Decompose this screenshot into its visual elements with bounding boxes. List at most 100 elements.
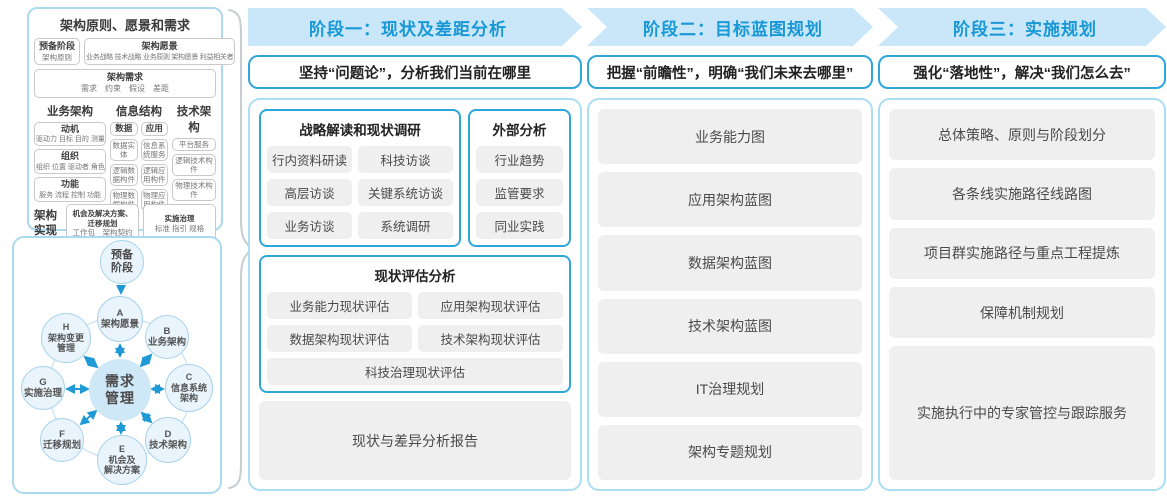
adm-cycle-panel: 预备 阶段 A 架构愿景 B 业务架构 H 架构变更 管理 C 信息系统 架构 … — [12, 236, 222, 494]
task-pill: 应用架构现状评估 — [418, 292, 563, 319]
technology-item: 物理技术构件 — [172, 178, 216, 201]
architecture-requirements-box: 架构需求 需求 约束 假设 差距 — [34, 69, 216, 98]
deliverable-pill: 各条线实施路径线路图 — [889, 168, 1155, 220]
function-items: 服务 流程 控制 功能 — [39, 191, 101, 199]
deliverable-pill: 架构专题规划 — [598, 424, 862, 481]
task-pill: 关键系统访谈 — [357, 179, 453, 206]
deliverable-pill: 实施执行中的专家管控与跟踪服务 — [889, 346, 1155, 480]
deliverable-pill: 项目群实施路径与重点工程提炼 — [889, 227, 1155, 280]
requirements-items: 需求 约束 假设 差距 — [81, 84, 169, 94]
deliverable-pill: 技术架构蓝图 — [598, 298, 862, 354]
framework-title: 架构原则、愿景和需求 — [59, 18, 190, 33]
deliverable-pill: 总体策略、原则与阶段划分 — [889, 109, 1155, 161]
task-pill: 同业实践 — [476, 212, 563, 239]
phase-1-header-label: 阶段一：现状及差距分析 — [309, 19, 507, 39]
phases-area: 阶段一：现状及差距分析 坚持“问题论”，分析我们当前在哪里 战略解读和现状调研 … — [248, 8, 1166, 491]
external-analysis-title: 外部分析 — [492, 123, 547, 138]
task-pill: 业务访谈 — [267, 212, 352, 239]
assessment-items: 业务能力现状评估 应用架构现状评估 数据架构现状评估 技术架构现状评估 — [267, 292, 563, 352]
phase-2-content: 业务能力图 应用架构蓝图 数据架构蓝图 技术架构蓝图 IT治理规划 架构专题规划 — [587, 98, 873, 491]
business-architecture-title: 业务架构 — [47, 105, 93, 118]
motivation-title: 动机 — [60, 123, 79, 134]
adm-node-prep: 预备 阶段 — [100, 240, 144, 284]
deliverable-pill: 应用架构蓝图 — [598, 172, 862, 228]
phase-3-header-label: 阶段三：实施规划 — [953, 19, 1097, 39]
application-header: 应用 — [140, 121, 168, 136]
phase-3-column: 阶段三：实施规划 强化“落地性”，解决“我们怎么去” 总体策略、原则与阶段划分 … — [878, 8, 1166, 491]
architecture-vision-box: 架构愿景 业务战略 技术战略 业务原则 架构愿景 利益相关者 — [84, 38, 236, 66]
task-pill: 高层访谈 — [267, 179, 352, 206]
information-structure-title: 信息结构 — [116, 105, 162, 118]
technology-item: 逻辑技术构件 — [172, 153, 216, 176]
function-box: 功能 服务 流程 控制 功能 — [34, 177, 106, 202]
task-pill: 科技访谈 — [357, 146, 453, 173]
prep-phase-item: 架构原则 — [42, 52, 72, 62]
data-item: 逻辑数据构件 — [110, 163, 138, 186]
technology-architecture-title: 技术架构 — [176, 105, 212, 134]
technology-architecture-column: 技术架构 平台服务 逻辑技术构件 物理技术构件 — [172, 103, 216, 201]
task-pill: 业务能力现状评估 — [267, 292, 412, 319]
strategy-research-items: 行内资料研读 科技访谈 高层访谈 关键系统访谈 业务访谈 系统调研 — [267, 146, 453, 239]
task-pill: 技术架构现状评估 — [418, 325, 563, 352]
motivation-box: 动机 驱动力 目标 目的 测量 — [34, 121, 106, 147]
task-pill: 数据架构现状评估 — [267, 325, 412, 352]
solutions-migration-title: 机会及解决方案、 迁移规划 — [72, 208, 133, 228]
adm-node-f: F 迁移规划 — [40, 418, 84, 462]
adm-node-h: H 架构变更 管理 — [41, 313, 91, 363]
strategy-research-group: 战略解读和现状调研 行内资料研读 科技访谈 高层访谈 关键系统访谈 业务访谈 系… — [259, 109, 461, 247]
task-pill: 行内资料研读 — [267, 146, 352, 173]
adm-node-a: A 架构愿景 — [97, 296, 143, 342]
assessment-title: 现状评估分析 — [374, 269, 456, 284]
phase-1-top-row: 战略解读和现状调研 行内资料研读 科技访谈 高层访谈 关键系统访谈 业务访谈 系… — [259, 109, 571, 247]
adm-node-d: D 技术架构 — [145, 417, 191, 463]
application-item: 信息系统服务 — [140, 138, 168, 161]
deliverable-pill: IT治理规划 — [598, 361, 862, 417]
deliverable-pill: 业务能力图 — [598, 109, 862, 165]
assessment-group: 现状评估分析 业务能力现状评估 应用架构现状评估 数据架构现状评估 技术架构现状… — [259, 255, 571, 393]
gap-analysis-report-pill: 现状与差异分析报告 — [259, 401, 571, 480]
adm-arrows — [65, 285, 165, 435]
external-analysis-group: 外部分析 行业趋势 监管要求 同业实践 — [468, 109, 571, 247]
architecture-domains-row: 业务架构 动机 驱动力 目标 目的 测量 组织 组织 位置 驱动者 角色 功能 … — [34, 103, 216, 211]
organization-box: 组织 组织 位置 驱动者 角色 — [34, 149, 106, 175]
organization-title: 组织 — [60, 151, 79, 162]
data-item: 数据实体 — [110, 138, 138, 161]
adm-node-c: C 信息系统 架构 — [165, 364, 213, 412]
information-subcolumns: 数据 数据实体 逻辑数据构件 物理数据构件 应用 信息系统服务 逻辑应用构件 物… — [110, 121, 168, 211]
adm-node-g: G 实施治理 — [21, 366, 65, 410]
phase-2-header-band: 阶段二：目标蓝图规划 — [587, 8, 873, 46]
prep-phase-box: 预备阶段 架构原则 — [34, 38, 80, 66]
task-pill: 监管要求 — [476, 179, 563, 206]
prep-vision-row: 预备阶段 架构原则 架构愿景 业务战略 技术战略 业务原则 架构愿景 利益相关者 — [34, 38, 236, 66]
technology-item: 平台服务 — [172, 137, 216, 151]
business-groups: 动机 驱动力 目标 目的 测量 组织 组织 位置 驱动者 角色 功能 服务 流程… — [34, 121, 106, 202]
data-subcolumn: 数据 数据实体 逻辑数据构件 物理数据构件 — [110, 121, 138, 211]
left-framework-panel: 架构原则、愿景和需求 预备阶段 架构原则 架构愿景 业务战略 技术战略 业务原则… — [27, 7, 236, 244]
realization-label: 架构 实现 — [34, 210, 57, 237]
task-pill: 行业趋势 — [476, 146, 563, 173]
phase-1-subtitle: 坚持“问题论”，分析我们当前在哪里 — [248, 55, 582, 89]
deliverable-pill: 保障机制规划 — [889, 287, 1155, 339]
application-subcolumn: 应用 信息系统服务 逻辑应用构件 物理应用构件 — [140, 121, 168, 211]
application-item: 逻辑应用构件 — [140, 163, 168, 186]
adm-center-node: 需求 管理 — [89, 359, 151, 421]
technology-items: 平台服务 逻辑技术构件 物理技术构件 — [172, 137, 216, 201]
information-structure-column: 信息结构 数据 数据实体 逻辑数据构件 物理数据构件 应用 信息系统服务 逻辑应… — [110, 103, 168, 211]
organization-items: 组织 位置 驱动者 角色 — [36, 163, 105, 171]
vision-title: 架构愿景 — [141, 41, 178, 51]
deliverable-pill: 数据架构蓝图 — [598, 235, 862, 291]
phase-2-items: 业务能力图 应用架构蓝图 数据架构蓝图 技术架构蓝图 IT治理规划 架构专题规划 — [598, 109, 862, 481]
phase-3-header-band: 阶段三：实施规划 — [878, 8, 1166, 46]
function-title: 功能 — [60, 179, 79, 190]
adm-node-b: B 业务架构 — [145, 315, 189, 359]
solutions-migration-items: 工作包 架构契约 — [72, 228, 133, 238]
phase-2-subtitle: 把握“前瞻性”，明确“我们未来去哪里” — [587, 55, 873, 89]
requirements-title: 架构需求 — [106, 72, 143, 83]
adm-node-e: E 机会及 解决方案 — [97, 435, 147, 485]
motivation-items: 驱动力 目标 目的 测量 — [36, 136, 105, 144]
phase-3-items: 总体策略、原则与阶段划分 各条线实施路径线路图 项目群实施路径与重点工程提炼 保… — [889, 109, 1155, 480]
implementation-governance-items: 标准 指引 规格 — [154, 223, 205, 233]
data-header: 数据 — [110, 121, 138, 136]
phase-2-header-label: 阶段二：目标蓝图规划 — [643, 19, 823, 39]
